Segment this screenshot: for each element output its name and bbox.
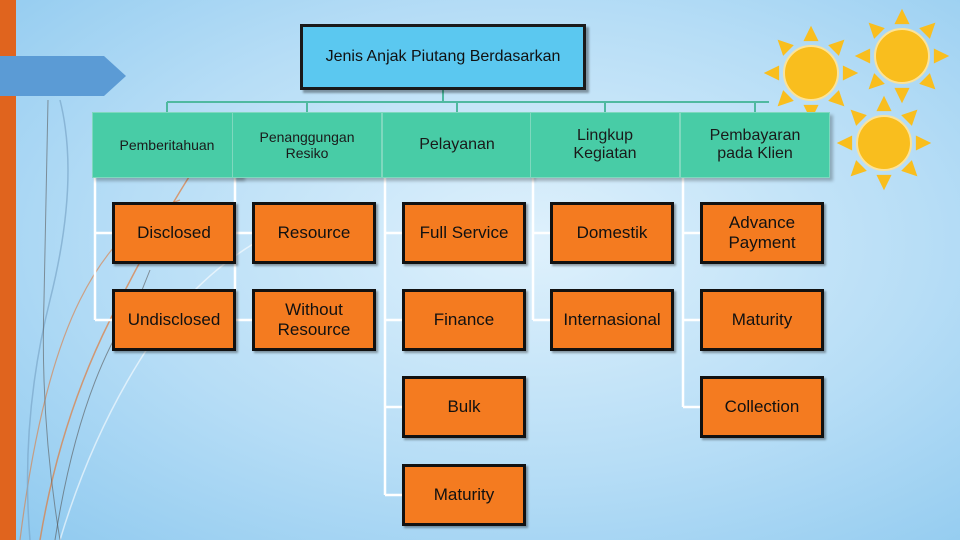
category-node: Pembayaran pada Klien — [680, 112, 830, 178]
left-accent-bar — [0, 0, 16, 540]
arrow-tab — [0, 56, 126, 96]
leaf-node: Full Service — [402, 202, 526, 264]
leaf-node: Collection — [700, 376, 824, 438]
leaf-node: Internasional — [550, 289, 674, 351]
leaf-node: Domestik — [550, 202, 674, 264]
leaf-node: Resource — [252, 202, 376, 264]
leaf-node: Disclosed — [112, 202, 236, 264]
leaf-node: Bulk — [402, 376, 526, 438]
leaf-node: Maturity — [700, 289, 824, 351]
sun-icon — [836, 95, 932, 191]
sun-icon — [763, 25, 859, 121]
leaf-node: Finance — [402, 289, 526, 351]
sun-icon — [854, 8, 950, 104]
category-node: Penanggungan Resiko — [232, 112, 382, 178]
category-node: Pelayanan — [382, 112, 532, 178]
leaf-node: Advance Payment — [700, 202, 824, 264]
root-node: Jenis Anjak Piutang Berdasarkan — [300, 24, 586, 90]
leaf-node: Without Resource — [252, 289, 376, 351]
leaf-node: Maturity — [402, 464, 526, 526]
category-node: Lingkup Kegiatan — [530, 112, 680, 178]
leaf-node: Undisclosed — [112, 289, 236, 351]
category-node: Pemberitahuan — [92, 112, 242, 178]
